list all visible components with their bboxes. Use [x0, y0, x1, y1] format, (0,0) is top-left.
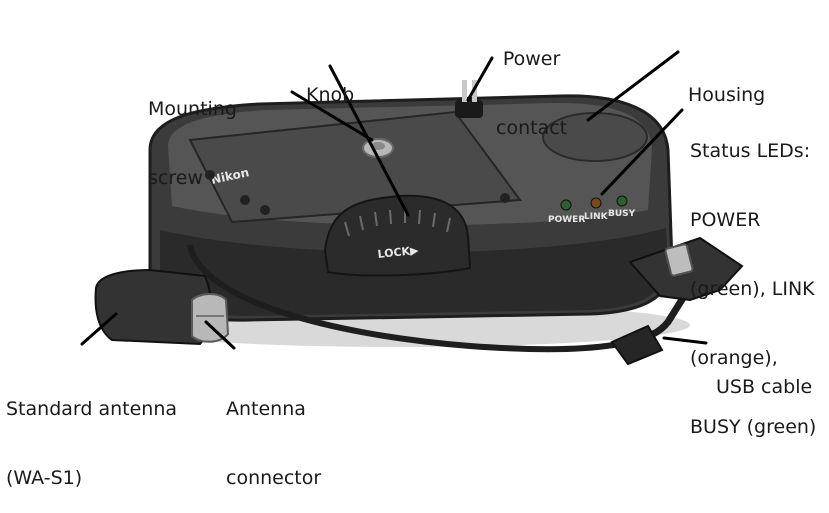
led-power-text: POWER — [548, 215, 585, 225]
label-mounting-screw-line: Mounting — [148, 98, 237, 120]
usb-plug — [664, 243, 694, 277]
plate-screw — [240, 195, 250, 205]
label-usb-cable-line: USB cable — [716, 376, 813, 398]
leader-mounting-screw — [290, 90, 374, 142]
device-illustration: Nikon LOCK▶ POWER LINK BUSY — [80, 50, 744, 366]
label-antenna-connector-line: connector — [226, 467, 322, 489]
leader-antenna-connector — [204, 320, 236, 350]
plate-screw — [500, 193, 510, 203]
antenna-connector — [191, 293, 230, 343]
leader-power-contact — [466, 56, 494, 102]
led-power — [560, 199, 572, 211]
power-contact-pin — [462, 80, 467, 102]
label-knob: Knob — [306, 38, 354, 130]
label-standard-antenna: Standard antenna (WA-S1) — [6, 352, 177, 513]
plate-screw — [260, 205, 270, 215]
label-housing-line: Housing — [688, 84, 766, 106]
knob-ridges — [344, 209, 451, 237]
label-antenna-connector-line: Antenna — [226, 398, 306, 420]
label-power-contact: Power contact — [496, 2, 567, 163]
leader-knob — [328, 64, 410, 217]
led-link — [590, 197, 602, 209]
led-busy-text: BUSY — [608, 209, 636, 219]
label-antenna-connector: Antenna connector — [226, 352, 321, 513]
leader-lines — [80, 50, 708, 350]
label-plate — [188, 110, 522, 224]
label-knob-line: Knob — [306, 84, 355, 106]
led-busy — [616, 195, 628, 207]
leader-standard-antenna — [80, 312, 118, 346]
label-mounting-screw: Mounting screw — [148, 52, 237, 213]
label-standard-antenna-line: Standard antenna — [6, 398, 178, 420]
label-usb-cable: USB cable — [716, 330, 812, 422]
label-status-leds-line: POWER — [690, 209, 761, 231]
plate-screw — [205, 170, 215, 180]
lock-marking: LOCK▶ — [377, 244, 420, 261]
label-housing: Housing — [688, 38, 765, 130]
label-status-leds-line: (green), LINK — [690, 278, 815, 300]
led-link-text: LINK — [584, 212, 609, 222]
leader-housing — [586, 50, 680, 122]
antenna-cable — [187, 244, 621, 353]
label-status-leds-line: (orange), — [690, 347, 778, 369]
label-mounting-screw-line: screw — [148, 167, 203, 189]
label-standard-antenna-line: (WA-S1) — [6, 467, 83, 489]
leader-status-leds — [600, 108, 684, 196]
usb-cable-strain-relief — [610, 324, 664, 366]
leader-usb-cable — [662, 336, 708, 345]
label-power-contact-line: Power — [502, 48, 561, 70]
label-status-leds-line: Status LEDs: — [690, 140, 811, 162]
power-contact-base — [455, 100, 483, 118]
label-power-contact-line: contact — [496, 117, 568, 139]
